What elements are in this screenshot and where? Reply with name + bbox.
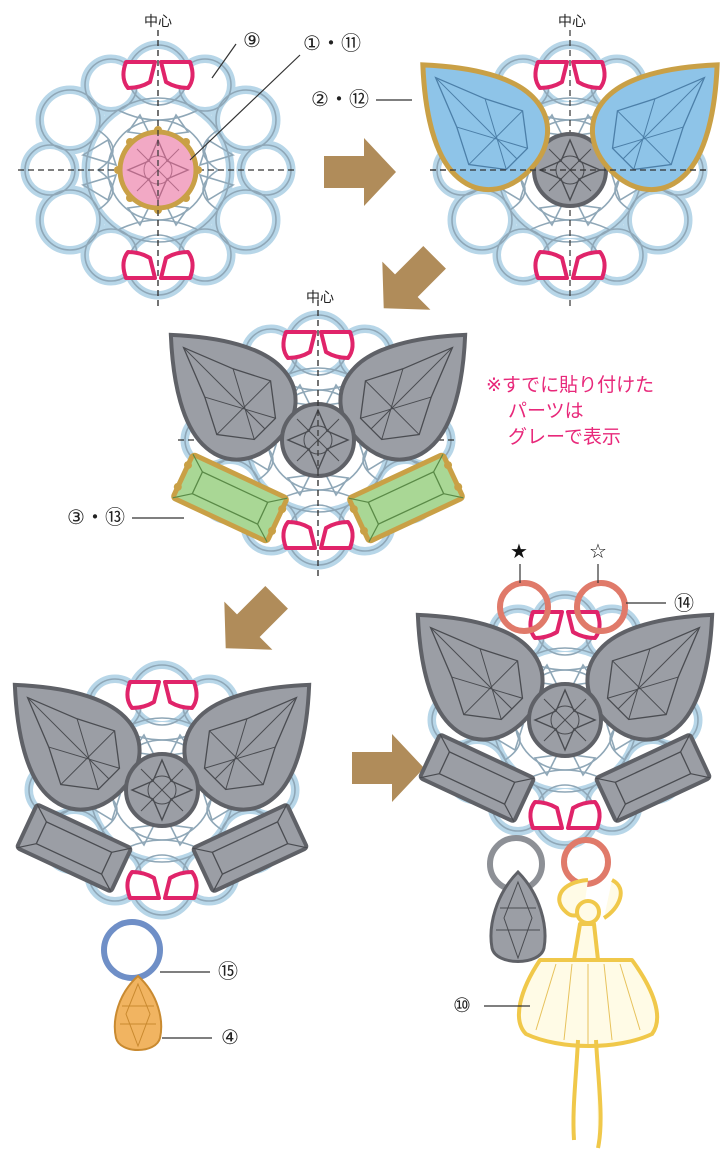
- note-line-1: ※すでに貼り付けた: [486, 372, 686, 398]
- callout-9: ⑨: [243, 28, 261, 52]
- callout-1-11: ①・⑪: [303, 31, 361, 55]
- arrow-right-1: [324, 138, 396, 206]
- arrow-right-2: [352, 734, 424, 802]
- callout-4: ④: [221, 1025, 239, 1049]
- callout-14: ⑭: [674, 591, 694, 615]
- center-label: 中心: [558, 14, 586, 30]
- note-line-2: パーツは: [486, 398, 686, 424]
- panel-step-5: ★ ☆ ⑭ ⑩: [379, 539, 728, 1148]
- black-star-marker: ★: [510, 539, 528, 563]
- white-star-marker: ☆: [589, 539, 607, 563]
- blue-jump-ring: [104, 922, 160, 978]
- callout-2-12: ②・⑫: [311, 87, 369, 111]
- arrow-down-left-1: [360, 233, 459, 332]
- grayed-parts-note: ※すでに貼り付けた パーツは グレーで表示: [486, 372, 686, 450]
- callout-15: ⑮: [218, 959, 238, 983]
- center-label: 中心: [144, 14, 172, 30]
- callout-10: ⑩: [453, 993, 471, 1017]
- arrow-down-left-2: [202, 573, 301, 672]
- callout-3-13: ③・⑬: [67, 505, 125, 529]
- panel-step-1: 中心 ⑨ ①・⑪: [18, 14, 361, 310]
- center-label: 中心: [306, 290, 334, 306]
- red-jump-ring-bottom: [564, 840, 608, 884]
- note-line-3: グレーで表示: [486, 424, 686, 450]
- panel-step-4: ⑮ ④: [0, 646, 348, 1050]
- amber-drop-stone: [115, 976, 161, 1050]
- panel-step-3: 中心 ③・⑬: [67, 290, 504, 580]
